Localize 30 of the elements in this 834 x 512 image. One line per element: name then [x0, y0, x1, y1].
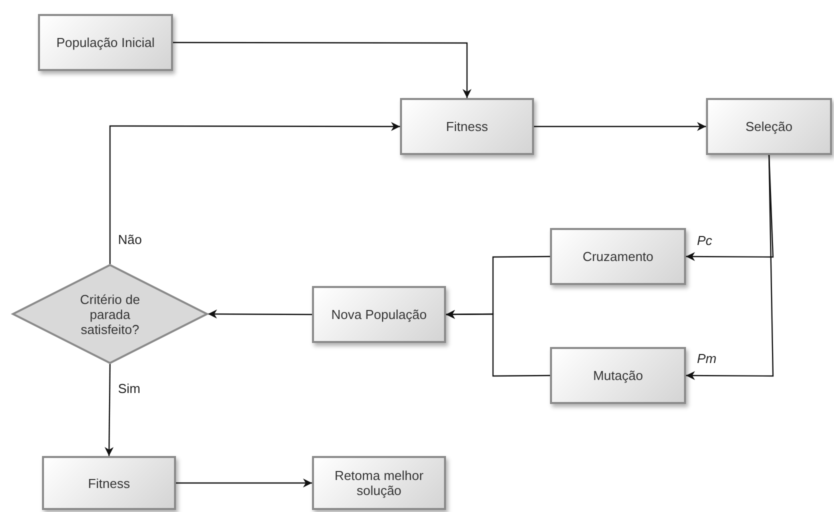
process-box — [706, 98, 832, 155]
arrow — [534, 122, 706, 131]
arrow — [104, 364, 114, 456]
node-text: Critério de parada satisfeito? — [79, 292, 141, 336]
edge-label: Sim — [118, 381, 140, 396]
node-text: Fitness — [446, 119, 488, 134]
node-text: Retoma melhor solução — [334, 468, 424, 498]
process-box — [550, 347, 686, 404]
arrow — [208, 310, 312, 319]
process-box — [400, 98, 534, 155]
edge-label: Não — [118, 232, 142, 247]
arrow — [686, 154, 774, 380]
node-text: Seleção — [746, 119, 792, 134]
process-box — [312, 286, 446, 343]
process-box — [312, 456, 446, 510]
arrow — [176, 478, 312, 488]
decision-diamond — [12, 264, 208, 364]
node-text: Mutação — [593, 368, 643, 383]
arrow — [109, 122, 400, 264]
node-text: Nova População — [331, 307, 427, 322]
node-text: Cruzamento — [582, 249, 654, 264]
arrow — [446, 310, 550, 377]
edge-label: Pm — [697, 351, 716, 366]
edge-label: Pc — [697, 233, 712, 248]
node-text: Fitness — [88, 476, 130, 490]
arrow — [173, 42, 472, 98]
process-box — [42, 456, 176, 510]
process-box — [550, 228, 686, 285]
node-text: População Inicial — [56, 35, 155, 50]
process-box — [38, 14, 173, 71]
